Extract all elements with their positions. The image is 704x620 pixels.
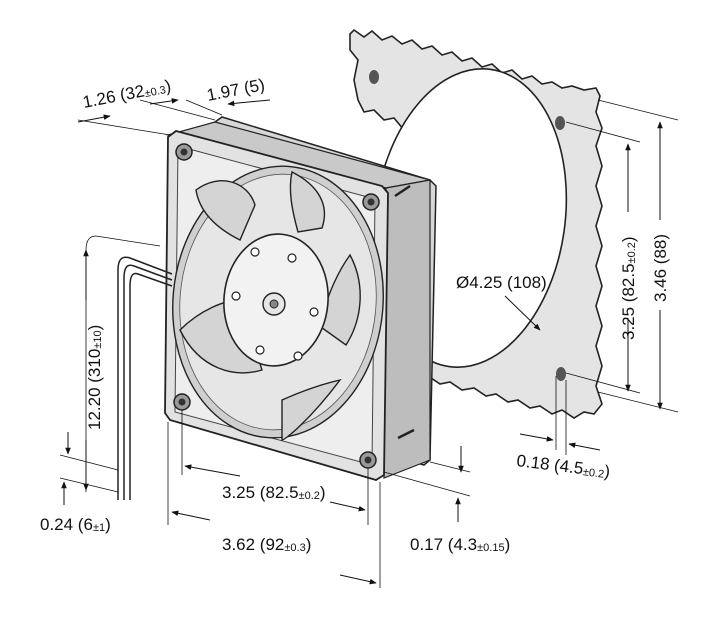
gasket-hole-icon [556, 367, 566, 381]
fan-blade [281, 378, 342, 441]
strip-length-label: 0.24 (6±1) [40, 515, 111, 534]
side-hole-spacing-label: 3.25 (82.5±0.2) [619, 236, 638, 340]
flange-thickness-label: 0.17 (4.3±0.15) [410, 535, 510, 554]
fan-blade [289, 170, 326, 233]
cable-length-label: 12.20 (310±10) [85, 325, 104, 430]
gasket-hole-icon [555, 116, 565, 130]
overall-height-label: 3.46 (88) [651, 234, 670, 302]
gasket-hole-icon [369, 70, 379, 84]
fan-blade [195, 180, 256, 241]
fan-blade [317, 253, 361, 346]
fan-hub [223, 233, 329, 367]
cable-leads [117, 256, 173, 500]
hole-diameter-label: 0.18 (4.5±0.2) [516, 451, 612, 481]
flange-label: 1.97 (5) [205, 75, 266, 105]
bottom-hole-spacing-label: 3.25 (82.5±0.2) [222, 483, 326, 502]
dimension-labels: 1.26 (32±0.3) 1.97 (5) 12.20 (310±10) 0.… [40, 75, 670, 554]
depth-label: 1.26 (32±0.3) [81, 76, 172, 112]
cutout-diameter-label: Ø4.25 (108) [456, 273, 547, 292]
overall-width-label: 3.62 (92±0.3) [222, 535, 311, 554]
dimension-lines [59, 98, 679, 588]
